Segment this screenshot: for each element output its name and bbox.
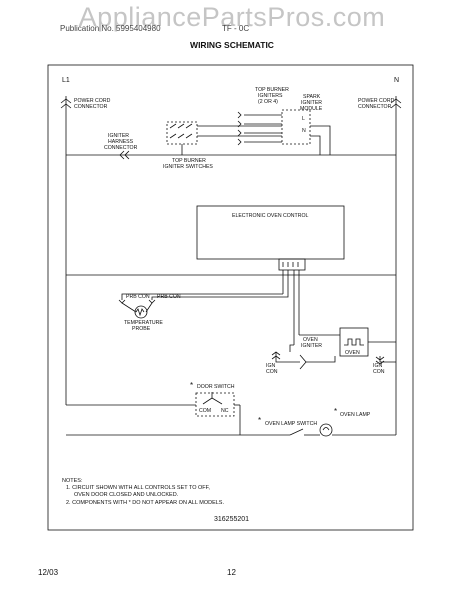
ign-con-right-icon — [375, 356, 385, 365]
oven-lamp-asterisk: * — [334, 407, 337, 416]
spark-module-l-label: L — [302, 116, 305, 122]
door-switch-nc-label: NC — [221, 408, 229, 414]
prb-con-left-label: PRB CON — [126, 294, 150, 300]
oven-valve-coil-icon — [344, 338, 364, 346]
footer-date: 12/03 — [38, 568, 59, 577]
igniter-harness-label-1: IGNITER — [108, 133, 129, 139]
power-cord-right-label-2: CONNECTOR — [358, 104, 392, 110]
oven-igniter-label-1: OVEN — [303, 337, 318, 343]
page-title: WIRING SCHEMATIC — [190, 40, 274, 50]
top-burner-igniters-icon — [244, 114, 250, 143]
publication-number: Publication No. 5995404980 — [60, 24, 161, 33]
spark-module-label-2: IGNITER — [301, 100, 322, 106]
ign-con-right-label-1: IGN — [373, 363, 382, 369]
control-connector — [278, 258, 306, 271]
ign-con-left-label-2: CON — [266, 369, 278, 375]
oven-lamp-switch-label: OVEN LAMP SWITCH — [265, 421, 317, 427]
oven-igniter-label-2: IGNITER — [301, 343, 322, 349]
igniter-harness-label-3: CONNECTOR — [104, 145, 138, 151]
door-switch-box — [195, 392, 235, 417]
spark-igniter-module — [281, 109, 311, 145]
top-burner-igniters-label-1: TOP BURNER — [255, 87, 289, 93]
door-switch-contact-icon — [202, 392, 223, 405]
notes-line-2: 2. COMPONENTS WITH * DO NOT APPEAR ON AL… — [66, 499, 225, 506]
electronic-oven-control-label: ELECTRONIC OVEN CONTROL — [232, 213, 308, 219]
temperature-probe-label-2: PROBE — [132, 326, 151, 332]
spark-module-n-label: N — [302, 128, 306, 134]
ign-con-left-label-1: IGN — [266, 363, 275, 369]
oven-lamp-label: OVEN LAMP — [340, 412, 371, 418]
igniter-harness-connector-icon — [119, 150, 130, 160]
temperature-probe-icon — [134, 305, 148, 319]
igniter-switch-contacts-icon — [169, 123, 193, 139]
prb-con-right-label: PRB CON — [157, 294, 181, 300]
igniter-switches-label-2: IGNITER SWITCHES — [163, 164, 213, 170]
igniter-switches-label-1: TOP BURNER — [172, 158, 206, 164]
probe-connector-icon — [118, 299, 156, 304]
watermark-logo: AppliancePartsPros.com — [78, 2, 386, 32]
spark-module-label-3: MODULE — [300, 106, 323, 112]
oven-igniter-icon — [299, 354, 307, 370]
n-label: N — [394, 77, 399, 84]
notes-line-1: 1. CIRCUIT SHOWN WITH ALL CONTROLS SET T… — [66, 485, 210, 492]
oven-valve-label: OVEN — [345, 350, 360, 356]
igniter-switches-box — [166, 121, 198, 145]
page-header: Publication No. 5995404980 TF - 0C — [0, 24, 464, 36]
power-cord-left-label-2: CONNECTOR — [74, 104, 108, 110]
oven-lamp-icon — [319, 423, 333, 437]
oven-lamp-switch-asterisk: * — [258, 416, 261, 425]
power-cord-right-label-1: POWER CORD — [358, 98, 395, 104]
power-cord-connector-left-icon — [60, 98, 72, 109]
notes-block: NOTES: 1. CIRCUIT SHOWN WITH ALL CONTROL… — [62, 478, 224, 507]
top-burner-igniters-label-3: (2 OR 4) — [258, 99, 278, 105]
door-switch-com-label: COM — [199, 408, 211, 414]
footer-page-number: 12 — [227, 568, 236, 577]
top-burner-igniters-label-2: IGNITERS — [258, 93, 283, 99]
part-number: 316255201 — [214, 516, 250, 523]
power-cord-connector-right-icon — [390, 98, 402, 109]
l1-label: L1 — [62, 77, 70, 84]
model-number: TF - 0C — [222, 24, 250, 33]
spark-module-label-1: SPARK — [303, 94, 321, 100]
door-switch-label: DOOR SWITCH — [197, 384, 235, 390]
temperature-probe-label-1: TEMPERATURE — [124, 320, 163, 326]
electronic-oven-control-box — [196, 205, 345, 260]
oven-lamp-switch-icon — [289, 428, 304, 436]
schematic-frame — [47, 64, 414, 531]
ign-con-left-icon — [271, 351, 281, 360]
power-cord-left-label-1: POWER CORD — [74, 98, 111, 104]
door-switch-asterisk: * — [190, 381, 193, 390]
notes-heading: NOTES: — [62, 478, 83, 484]
notes-line-1b: OVEN DOOR CLOSED AND UNLOCKED. — [74, 492, 179, 499]
ign-con-right-label-2: CON — [373, 369, 385, 375]
igniter-harness-label-2: HARNESS — [108, 139, 134, 145]
